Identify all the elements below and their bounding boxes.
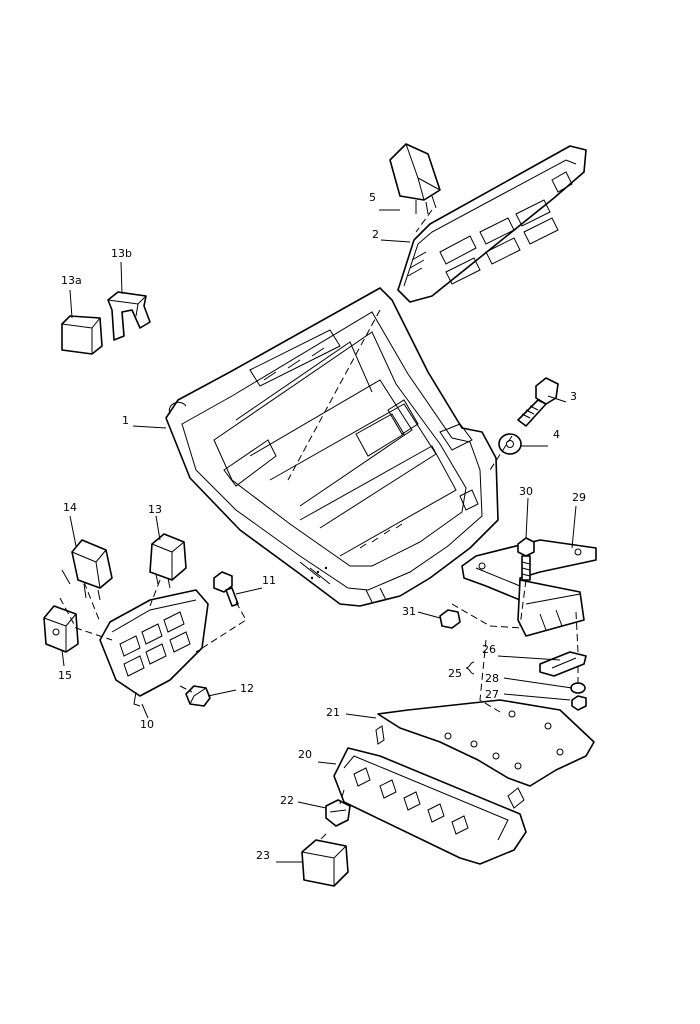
housing-tray-part-1 — [165, 287, 499, 607]
callout-27: 27 — [485, 688, 499, 701]
leader-lines — [61, 209, 577, 863]
callout-13b: 13b — [111, 247, 132, 260]
assembly-dashed-lines — [59, 209, 579, 843]
callout-30: 30 — [519, 485, 533, 498]
nut-part-27 — [570, 682, 586, 694]
callout-4: 4 — [553, 428, 560, 441]
callout-31: 31 — [402, 605, 416, 618]
fuse-strip-part-20 — [333, 725, 527, 865]
relay-part-23 — [301, 839, 349, 887]
callout-3: 3 — [570, 390, 577, 403]
nut-part-31 — [439, 609, 461, 629]
callout-12: 12 — [240, 682, 254, 695]
screw-part-30 — [517, 537, 535, 581]
relay-part-14 — [61, 539, 113, 601]
base-plate-part-21 — [377, 699, 595, 809]
callout-5: 5 — [369, 191, 376, 204]
callout-26: 26 — [482, 643, 496, 656]
relay-part-5 — [389, 143, 441, 215]
relay-cover-part-13b — [107, 291, 151, 341]
callout-labels: 1 2 3 4 5 10 11 12 13 13a 13b 14 15 20 2… — [58, 191, 586, 862]
callout-11: 11 — [262, 574, 276, 587]
clip-part-22 — [325, 799, 351, 827]
callout-29: 29 — [572, 491, 586, 504]
screw-part-11 — [213, 571, 239, 607]
callout-23: 23 — [256, 849, 270, 862]
callout-14: 14 — [63, 501, 77, 514]
callout-13: 13 — [148, 503, 162, 516]
callout-22: 22 — [280, 794, 294, 807]
callout-25: 25 — [448, 667, 462, 680]
callout-10: 10 — [140, 718, 154, 731]
bolt-part-3 — [517, 377, 559, 427]
relay-part-15 — [43, 605, 79, 653]
callout-13a: 13a — [61, 274, 82, 287]
callout-15: 15 — [58, 669, 72, 682]
callout-1: 1 — [122, 414, 129, 427]
callout-2: 2 — [372, 228, 379, 241]
relay-carrier-part-10 — [99, 589, 209, 707]
washer-part-4 — [498, 433, 522, 455]
nut-part-28 — [571, 695, 587, 711]
relay-part-13 — [149, 533, 187, 589]
relay-plate-part-2 — [397, 145, 587, 303]
clip-part-26 — [539, 651, 587, 677]
nut-part-12 — [185, 685, 211, 707]
callout-28: 28 — [485, 672, 499, 685]
callout-21: 21 — [326, 706, 340, 719]
relay-part-13a — [61, 315, 103, 355]
callout-20: 20 — [298, 748, 312, 761]
